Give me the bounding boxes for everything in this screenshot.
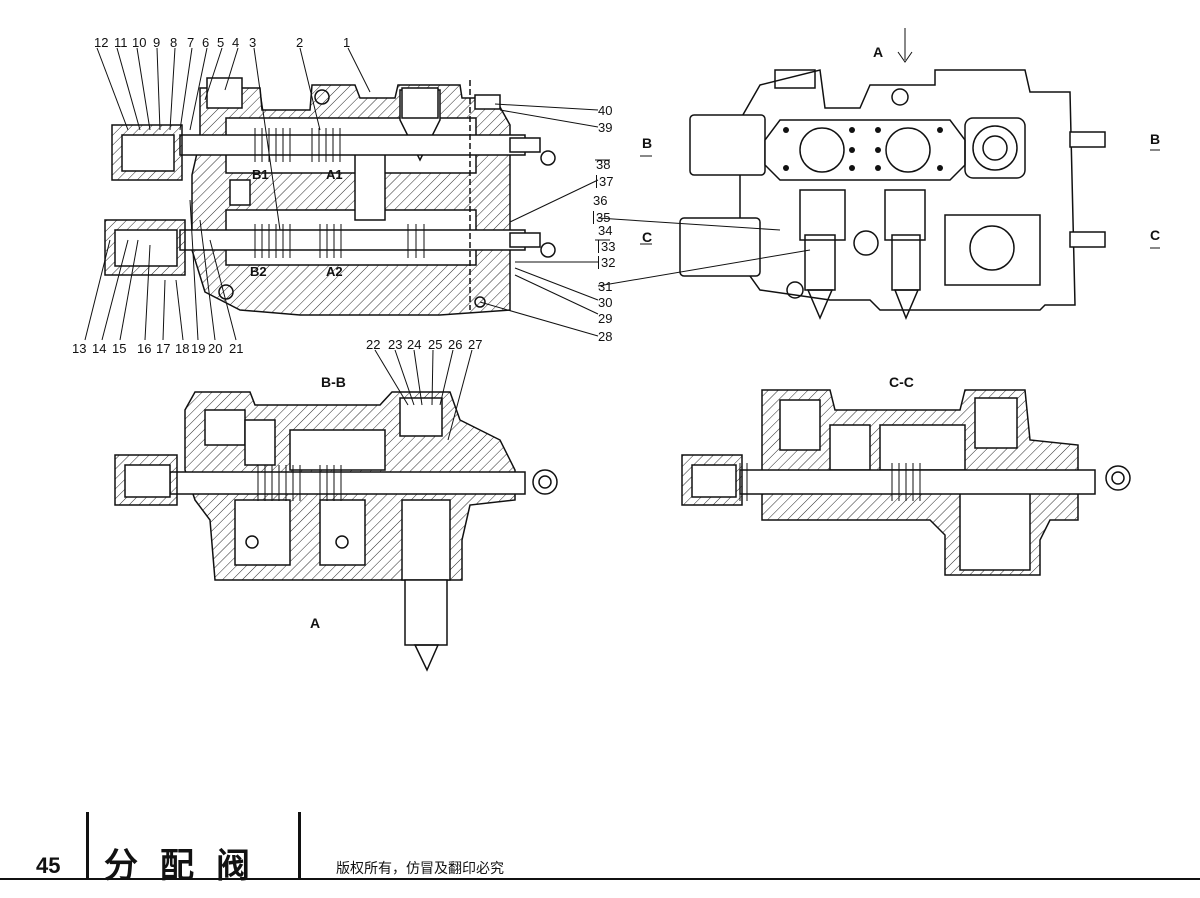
callout-37: 37 bbox=[596, 175, 613, 188]
callout-26: 26 bbox=[448, 337, 463, 352]
cut-label-b-right: B bbox=[1150, 131, 1161, 147]
callout-16: 16 bbox=[137, 341, 152, 356]
callout-32: 32 bbox=[598, 256, 615, 269]
port-label-b2: B2 bbox=[250, 264, 267, 279]
callout-22: 22 bbox=[366, 337, 381, 352]
callout-4: 4 bbox=[232, 35, 240, 50]
callout-5: 5 bbox=[217, 35, 225, 50]
callout-33: 33 bbox=[598, 240, 615, 253]
port-label-a1: A1 bbox=[326, 167, 343, 182]
external-view bbox=[679, 69, 1106, 320]
callout-17: 17 bbox=[156, 341, 171, 356]
callout-14: 14 bbox=[92, 341, 107, 356]
callout-30: 30 bbox=[598, 295, 613, 310]
section-cc bbox=[681, 389, 1131, 576]
callout-6: 6 bbox=[202, 35, 210, 50]
callout-8: 8 bbox=[170, 35, 178, 50]
callout-31: 31 bbox=[598, 279, 613, 294]
port-label-b1: B1 bbox=[252, 167, 269, 182]
section-label-bb: B-B bbox=[321, 374, 346, 390]
callout-39: 39 bbox=[598, 120, 613, 135]
copyright-notice: 版权所有，仿冒及翻印必究 bbox=[336, 861, 504, 877]
callout-9: 9 bbox=[153, 35, 161, 50]
callout-11: 11 bbox=[114, 35, 128, 50]
callout-13: 13 bbox=[72, 341, 87, 356]
callout-15: 15 bbox=[112, 341, 127, 356]
callout-10: 10 bbox=[132, 35, 147, 50]
view-label-a: A bbox=[310, 615, 321, 631]
section-bb bbox=[114, 391, 558, 672]
callout-19: 19 bbox=[191, 341, 206, 356]
callout-27: 27 bbox=[468, 337, 483, 352]
section-label-cc: C-C bbox=[889, 374, 914, 390]
page-number: 45 bbox=[36, 853, 61, 878]
callout-38: 38 bbox=[596, 157, 611, 172]
callout-20: 20 bbox=[208, 341, 223, 356]
callout-7: 7 bbox=[187, 35, 195, 50]
view-arrow-label-a: A bbox=[873, 44, 884, 60]
footer-divider-1 bbox=[86, 812, 89, 880]
main-section-view bbox=[104, 77, 556, 316]
callout-23: 23 bbox=[388, 337, 403, 352]
callout-18: 18 bbox=[175, 341, 190, 356]
callout-40: 40 bbox=[598, 103, 613, 118]
callout-3: 3 bbox=[249, 35, 257, 50]
callout-1: 1 bbox=[343, 35, 351, 50]
callout-28: 28 bbox=[598, 329, 613, 344]
callout-29: 29 bbox=[598, 311, 613, 326]
port-label-a2: A2 bbox=[326, 264, 343, 279]
footer-divider-2 bbox=[298, 812, 301, 880]
cut-label-c-right: C bbox=[1150, 227, 1161, 243]
callout-21: 21 bbox=[229, 341, 244, 356]
cut-label-c-left: C bbox=[642, 229, 653, 245]
callout-34: 34 bbox=[598, 223, 613, 238]
leader-lines bbox=[84, 28, 1160, 441]
cut-label-b-left: B bbox=[642, 135, 653, 151]
callout-24: 24 bbox=[407, 337, 422, 352]
callout-35: 35 bbox=[593, 211, 610, 224]
callout-25: 25 bbox=[428, 337, 443, 352]
callout-12: 12 bbox=[94, 35, 109, 50]
callout-36: 36 bbox=[593, 193, 608, 208]
callout-2: 2 bbox=[296, 35, 304, 50]
footer-rule bbox=[0, 878, 1200, 880]
